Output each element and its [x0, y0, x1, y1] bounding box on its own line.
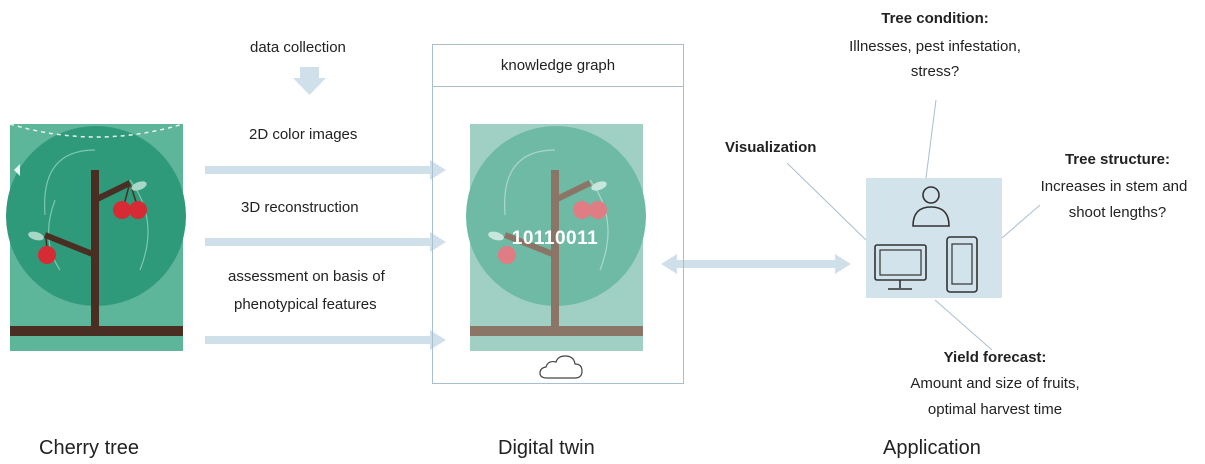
- cherry-icon: [113, 201, 131, 219]
- smartphone-icon: [946, 236, 978, 293]
- arrow-3d-reconstruction: [205, 232, 446, 252]
- cherry-icon: [498, 246, 516, 264]
- arrow-phenotypical: [205, 330, 446, 350]
- bidirectional-arrow: [661, 254, 851, 274]
- twin-swirl-1: [503, 149, 556, 216]
- label-phenotypical-line2: phenotypical features: [234, 296, 377, 313]
- tree-branch-right: [93, 180, 132, 203]
- cherry-leaf-icon: [28, 231, 44, 241]
- connector-yield-forecast: [934, 299, 993, 351]
- data-collection-label: data collection: [250, 39, 346, 56]
- cherry-leaf-icon: [591, 181, 607, 191]
- application-caption: Application: [883, 437, 981, 459]
- ground-bar: [10, 326, 183, 336]
- yield-forecast-title: Yield forecast:: [943, 349, 1047, 366]
- knowledge-graph-frame: knowledge graph: [432, 44, 684, 384]
- knowledge-graph-header: knowledge graph: [433, 45, 683, 87]
- arrow-2d-images: [205, 160, 446, 180]
- twin-ground-bar: [470, 326, 643, 336]
- application-illustration: [786, 99, 1041, 351]
- tree-orbit-line: [9, 123, 184, 138]
- cherry-icon: [573, 201, 591, 219]
- label-2d-color-images: 2D color images: [249, 126, 358, 143]
- cherry-tree-illustration: [6, 123, 186, 351]
- tree-condition-line2: stress?: [910, 63, 960, 80]
- cherry-icon: [589, 201, 607, 219]
- orbit-arrow-icon: [14, 164, 20, 176]
- cherry-leaf-icon: [488, 231, 504, 241]
- cherry-icon: [38, 246, 56, 264]
- tree-structure-line2: shoot lengths?: [1068, 204, 1167, 221]
- monitor-screen: [879, 249, 922, 276]
- yield-forecast-line2: optimal harvest time: [927, 401, 1063, 418]
- connector-tree-condition: [925, 99, 937, 179]
- digital-twin-illustration: [466, 124, 646, 379]
- cherry-leaf-icon: [131, 181, 147, 191]
- tree-condition-title: Tree condition:: [881, 10, 989, 27]
- twin-branch-right: [553, 180, 592, 203]
- digital-twin-caption: Digital twin: [498, 437, 595, 459]
- tree-condition-line1: Illnesses, pest infestation,: [849, 38, 1021, 55]
- binary-code-label: 10110011: [511, 228, 599, 249]
- tree-branch-left: [43, 232, 97, 258]
- connector-visualization: [786, 162, 867, 241]
- tree-structure-title: Tree structure:: [1064, 151, 1171, 168]
- twin-branch-left: [503, 232, 557, 258]
- user-icon: [922, 186, 940, 204]
- twin-trunk: [551, 170, 559, 330]
- crown-swirl-1: [43, 149, 96, 216]
- cherry-tree-caption: Cherry tree: [39, 437, 140, 459]
- smartphone-screen: [951, 243, 973, 285]
- data-collection-arrows: [205, 67, 446, 350]
- visualization-label: Visualization: [725, 139, 817, 156]
- down-arrow-icon: [293, 67, 326, 95]
- yield-forecast-line1: Amount and size of fruits,: [910, 375, 1080, 392]
- label-phenotypical-line1: assessment on basis of: [228, 268, 385, 285]
- application-panel: [866, 178, 1002, 298]
- tree-structure-line1: Increases in stem and: [1040, 178, 1188, 195]
- cloud-icon: [539, 355, 583, 379]
- user-body-icon: [912, 206, 950, 227]
- tree-trunk: [91, 170, 99, 330]
- label-3d-reconstruction: 3D reconstruction: [241, 199, 359, 216]
- cherry-icon: [129, 201, 147, 219]
- connector-tree-structure: [1001, 204, 1041, 239]
